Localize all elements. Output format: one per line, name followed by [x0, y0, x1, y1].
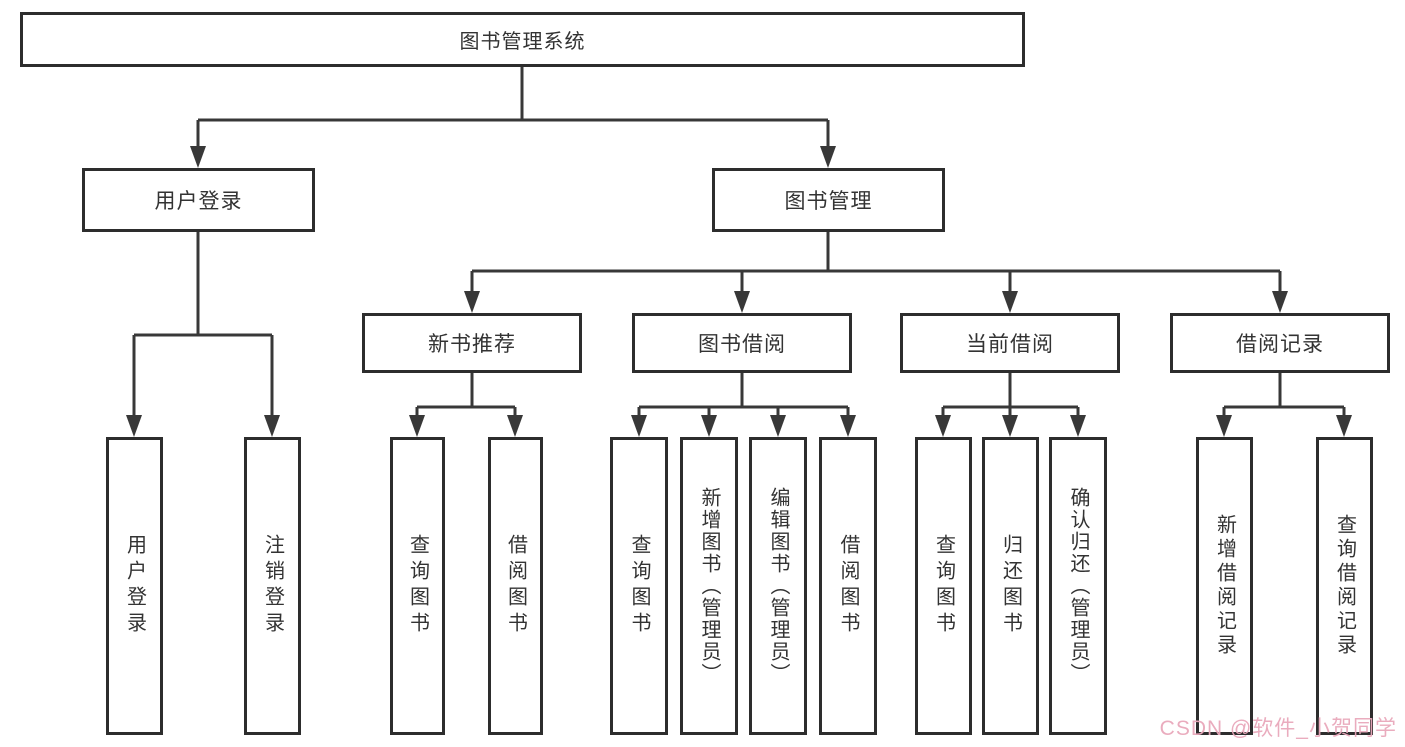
- node-login: 用户登录: [106, 437, 163, 735]
- node-current-borrow: 当前借阅: [900, 313, 1120, 373]
- node-user-login-group: 用户登录: [82, 168, 315, 232]
- node-book-borrow: 图书借阅: [632, 313, 852, 373]
- node-rec-query-book: 查询图书: [390, 437, 445, 735]
- node-br-query-record: 查询借阅记录: [1316, 437, 1373, 735]
- node-rec-borrow-book: 借阅图书: [488, 437, 543, 735]
- node-borrow-records: 借阅记录: [1170, 313, 1390, 373]
- node-logout: 注销登录: [244, 437, 301, 735]
- node-book-mgmt-group: 图书管理: [712, 168, 945, 232]
- node-system-root: 图书管理系统: [20, 12, 1025, 67]
- node-cb-return-book: 归还图书: [982, 437, 1039, 735]
- node-bb-query-book: 查询图书: [610, 437, 668, 735]
- node-br-add-record: 新增借阅记录: [1196, 437, 1253, 735]
- watermark: CSDN @软件_小贺同学: [1159, 717, 1397, 740]
- node-cb-query-book: 查询图书: [915, 437, 972, 735]
- node-cb-confirm-return: 确认归还（管理员）: [1049, 437, 1107, 735]
- node-bb-edit-book: 编辑图书（管理员）: [749, 437, 807, 735]
- node-bb-borrow-book: 借阅图书: [819, 437, 877, 735]
- node-new-book-rec: 新书推荐: [362, 313, 582, 373]
- node-bb-add-book: 新增图书（管理员）: [680, 437, 738, 735]
